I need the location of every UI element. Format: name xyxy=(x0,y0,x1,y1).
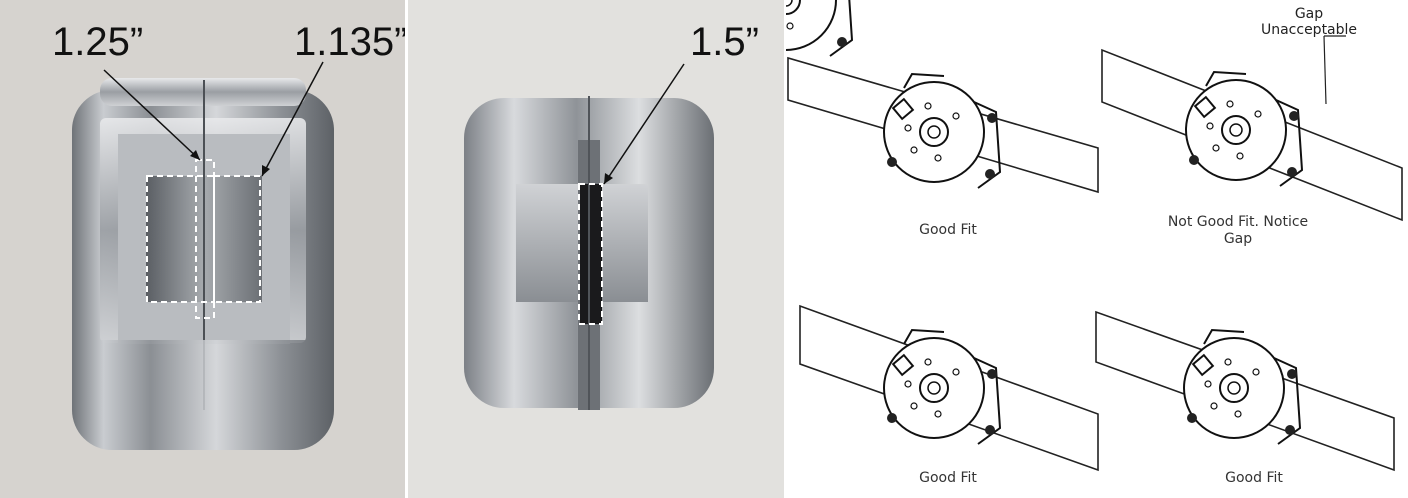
clamp-device-sketch xyxy=(786,0,854,57)
arrow-right xyxy=(261,61,324,177)
caption-bottom-right: Good Fit xyxy=(1225,470,1283,486)
panel-bottom-left xyxy=(799,304,1099,472)
caption-top-right-line-1: Not Good Fit. Notice xyxy=(1167,214,1309,230)
caption-top-right: Not Good Fit. Notice Gap xyxy=(1138,214,1338,248)
panel-top-left xyxy=(787,56,1099,194)
panel-top-right xyxy=(1101,35,1403,222)
clamp-photo-drawing-2 xyxy=(408,0,784,498)
callout-line-2: Unacceptable xyxy=(1260,22,1358,38)
gap-outline xyxy=(195,159,215,319)
fit-diagram-drawings xyxy=(786,0,1403,472)
arrow-left xyxy=(103,69,201,161)
slot-outline xyxy=(578,183,603,325)
panel-bottom-right xyxy=(1095,310,1395,472)
caption-bottom-left: Good Fit xyxy=(919,470,977,486)
slot-outline-right xyxy=(213,175,261,303)
fit-diagram: Gap Unacceptable Good Fit Not Good Fit. … xyxy=(786,0,1408,498)
caption-top-right-line-2: Gap xyxy=(1223,231,1253,247)
gap-unacceptable-callout: Gap Unacceptable xyxy=(1234,6,1384,38)
gap-callout-line xyxy=(1323,35,1327,105)
photo-clamp-single-slot: 1.5” xyxy=(408,0,784,498)
caption-top-left: Good Fit xyxy=(919,222,977,238)
photo-clamp-two-slots: 1.25” 1.135” xyxy=(0,0,405,498)
dimension-label-1-135: 1.135” xyxy=(294,20,405,64)
dimension-label-1-5: 1.5” xyxy=(690,20,759,64)
clamp-photo-drawing xyxy=(0,0,405,498)
callout-line-1: Gap xyxy=(1294,6,1324,22)
arrow-mid xyxy=(603,63,685,185)
dimension-label-1-25: 1.25” xyxy=(52,20,144,64)
